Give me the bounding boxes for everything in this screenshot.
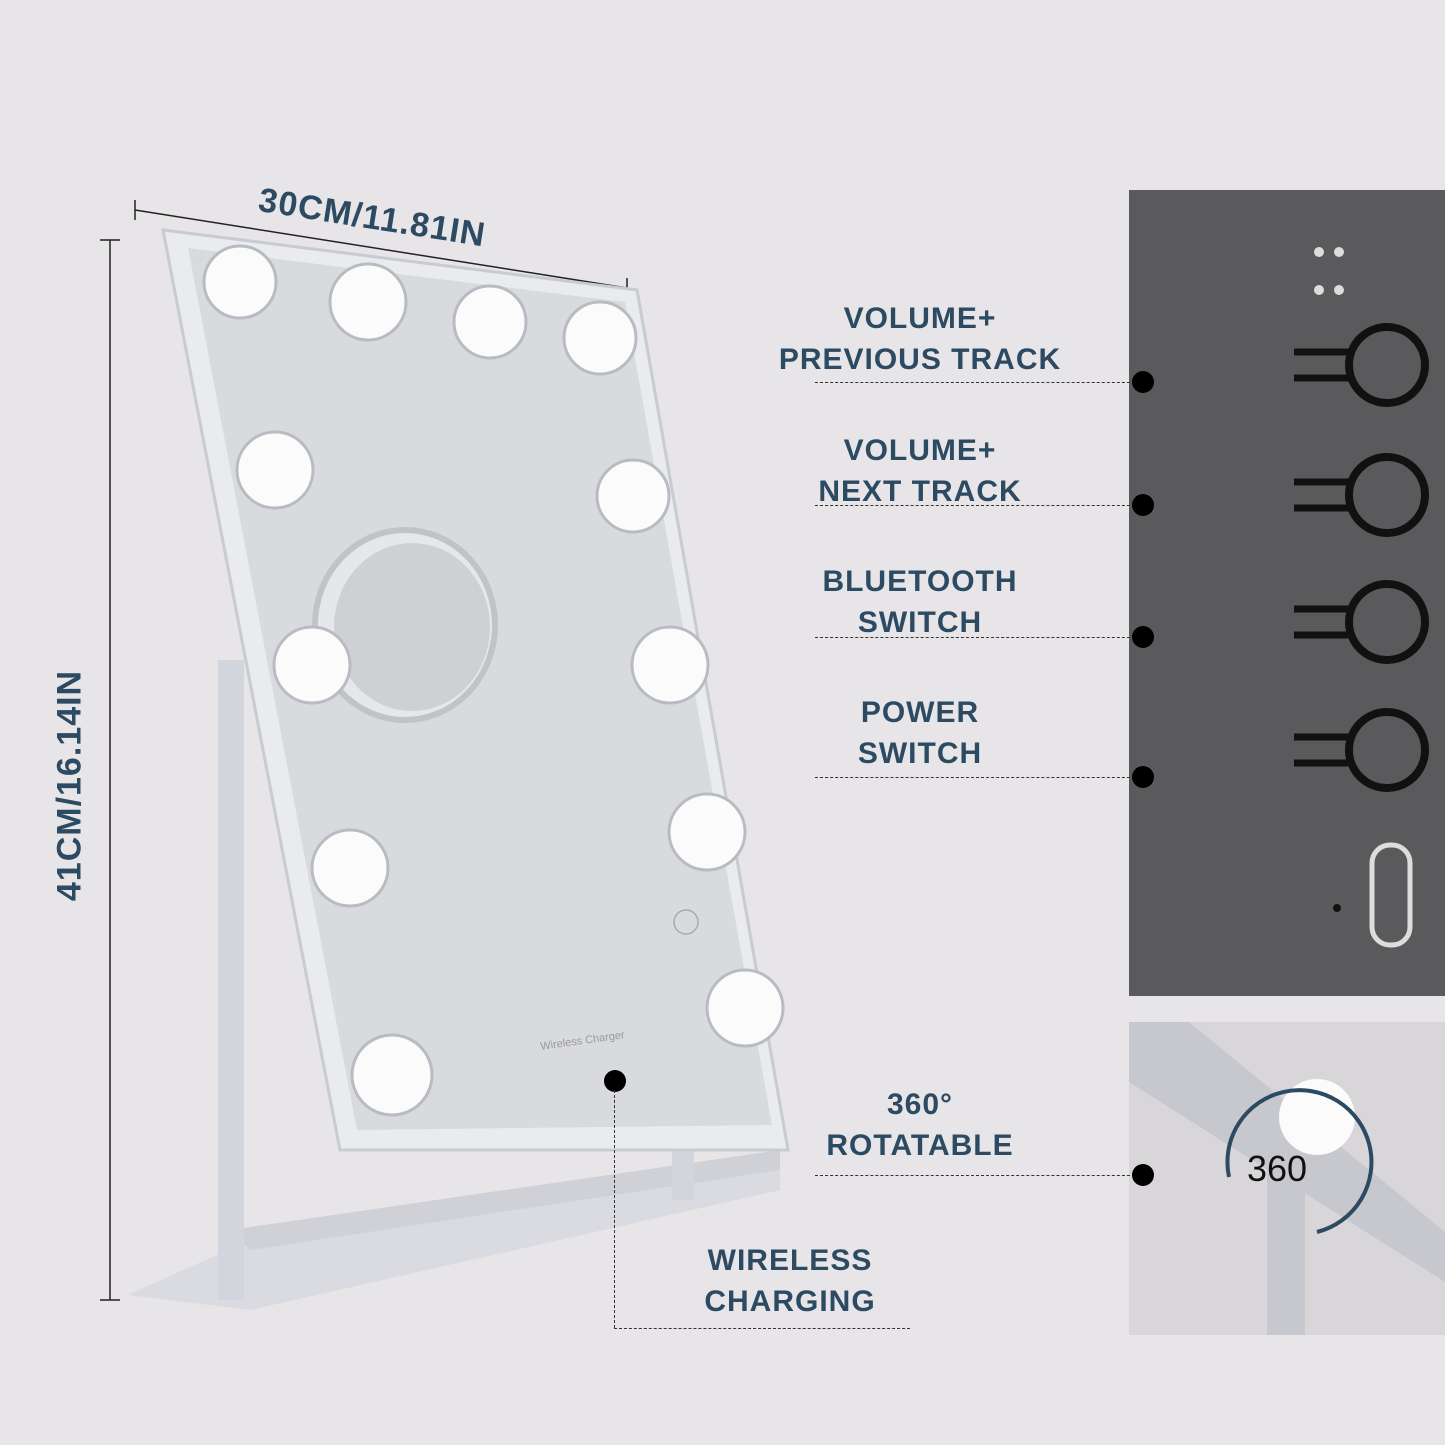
callout-line: POWER	[860, 696, 980, 729]
callout-line: BLUETOOTH	[822, 565, 1018, 598]
leader-line	[614, 1090, 615, 1328]
callout-line: CHARGING	[704, 1285, 876, 1318]
callout-line: SWITCH	[857, 737, 983, 770]
callout-volume-next: VOLUME+ NEXT TRACK	[750, 430, 1090, 512]
callout-line: ROTATABLE	[826, 1129, 1014, 1162]
callout-line: PREVIOUS TRACK	[778, 343, 1062, 376]
callout-power: POWER SWITCH	[750, 692, 1090, 774]
callout-volume-prev: VOLUME+ PREVIOUS TRACK	[750, 298, 1090, 380]
leader-line	[815, 777, 1140, 778]
callout-line: SWITCH	[857, 606, 983, 639]
callout-line: VOLUME+	[843, 302, 997, 335]
height-dimension: 41CM/16.14IN	[50, 669, 89, 902]
marker-dot	[1132, 494, 1154, 516]
leader-line	[815, 382, 1140, 383]
marker-dot	[604, 1070, 626, 1092]
marker-dot	[1132, 766, 1154, 788]
callout-line: NEXT TRACK	[818, 475, 1022, 508]
marker-dot	[1132, 371, 1154, 393]
rotation-detail-photo: 360	[1129, 1022, 1445, 1335]
callout-line: WIRELESS	[707, 1244, 873, 1277]
control-panel-photo	[1129, 190, 1445, 996]
callout-bluetooth: BLUETOOTH SWITCH	[750, 561, 1090, 643]
leader-line	[815, 1175, 1140, 1176]
callout-rotatable: 360° ROTATABLE	[750, 1084, 1090, 1166]
leader-line	[815, 505, 1140, 506]
callout-wireless: WIRELESS CHARGING	[620, 1240, 960, 1322]
callout-line: VOLUME+	[843, 434, 997, 467]
marker-dot	[1132, 1164, 1154, 1186]
callout-line: 360°	[886, 1088, 954, 1121]
leader-line	[614, 1328, 910, 1329]
rotation-badge: 360	[1247, 1148, 1308, 1189]
leader-line	[815, 637, 1140, 638]
marker-dot	[1132, 626, 1154, 648]
